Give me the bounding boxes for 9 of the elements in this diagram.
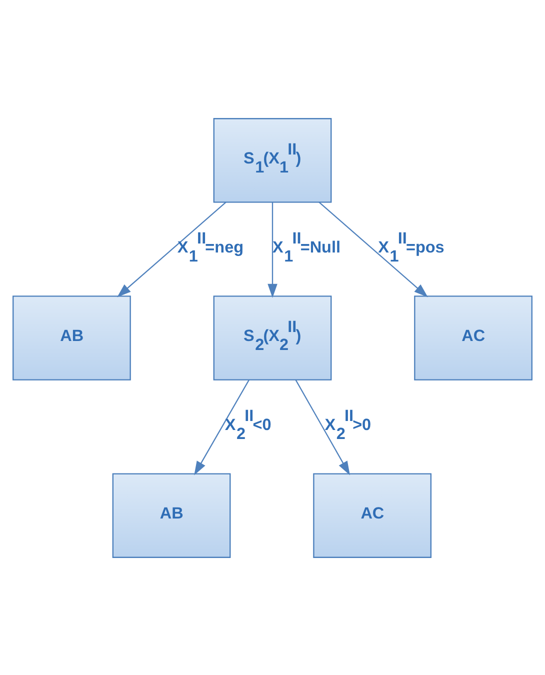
node-box: AC <box>313 472 432 558</box>
arrow <box>318 201 428 297</box>
node-box: AB <box>112 472 231 558</box>
arrow <box>194 379 250 475</box>
node-box: AC <box>414 295 532 380</box>
arrow <box>117 201 226 297</box>
arrow <box>295 379 350 475</box>
arrow <box>268 202 278 298</box>
node-box: AB <box>12 295 131 380</box>
